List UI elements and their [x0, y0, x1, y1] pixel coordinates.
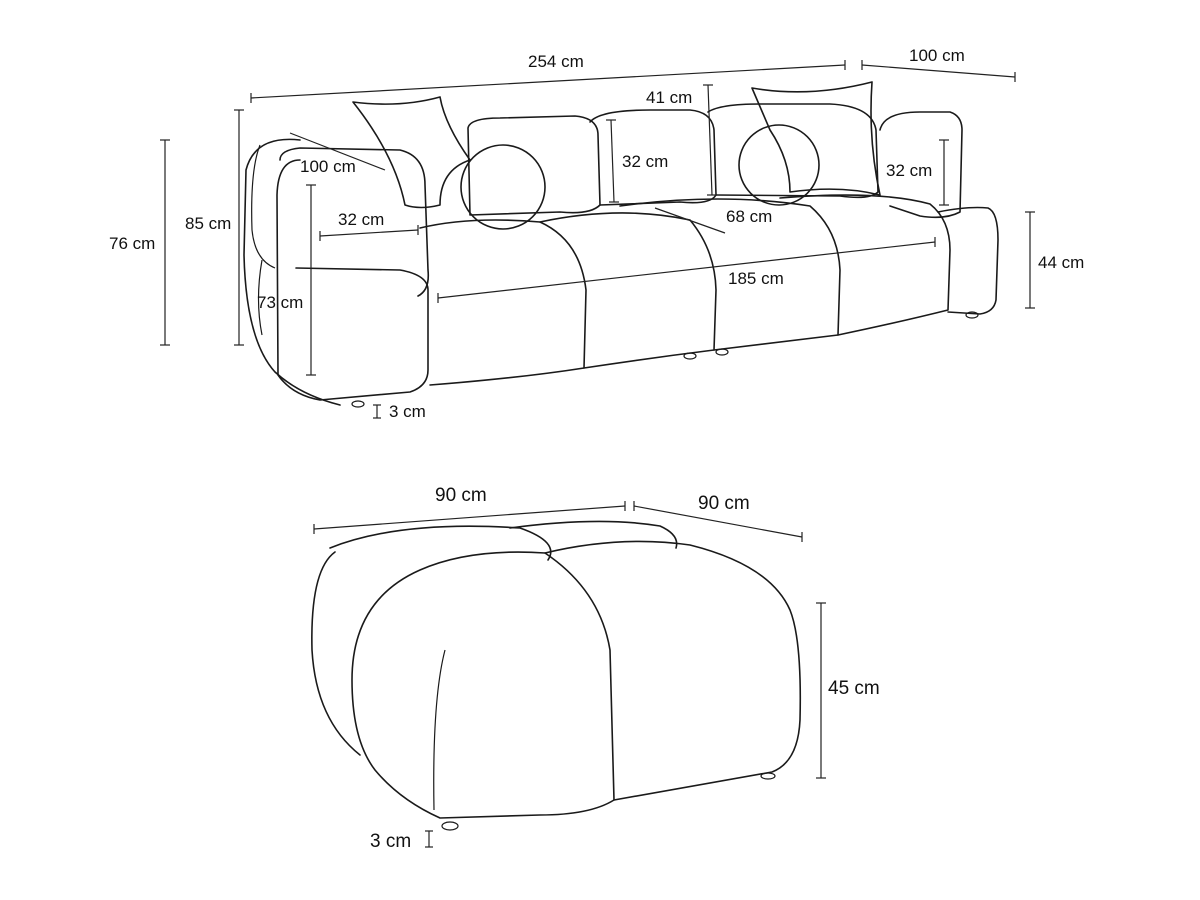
label-arm-front-height: 73 cm	[257, 293, 303, 312]
ottoman-back	[509, 520, 678, 549]
ottoman-dimensions	[313, 501, 826, 848]
label-total-height: 85 cm	[185, 214, 231, 233]
seat-cushion	[779, 194, 951, 336]
label-seat-width: 185 cm	[728, 269, 784, 288]
label-ottoman-height: 45 cm	[828, 678, 880, 699]
label-back-height: 41 cm	[646, 88, 692, 107]
ottoman-foot	[760, 772, 776, 780]
ottoman-side	[311, 551, 361, 756]
label-leg-height: 3 cm	[389, 402, 426, 421]
label-ottoman-depth: 90 cm	[698, 493, 750, 514]
sofa-foot	[351, 400, 365, 408]
right-arm-base	[937, 206, 999, 315]
label-right-arm-height: 32 cm	[886, 161, 932, 180]
seat-cushion	[539, 212, 717, 369]
label-ottoman-leg-height: 3 cm	[370, 831, 411, 852]
ottoman-drawing	[311, 520, 802, 831]
sofa-dimensions	[160, 60, 1035, 419]
right-arm	[879, 111, 963, 219]
square-pillow	[352, 96, 471, 209]
sofa-labels: 254 cm 100 cm 41 cm 32 cm 100 cm 32 cm 3…	[109, 46, 1084, 421]
left-arm-back	[243, 138, 341, 406]
label-arm-depth: 100 cm	[300, 157, 356, 176]
round-pillow	[738, 124, 820, 206]
label-seat-height: 44 cm	[1038, 253, 1084, 272]
round-pillow	[460, 144, 546, 230]
ottoman-labels: 90 cm 90 cm 45 cm 3 cm	[370, 485, 880, 852]
label-arm-height: 76 cm	[109, 234, 155, 253]
ottoman-back	[329, 525, 552, 561]
back-cushion	[589, 109, 717, 206]
ottoman-cushion-left	[351, 551, 615, 819]
label-total-width: 254 cm	[528, 52, 584, 71]
seat-cushion	[419, 219, 587, 386]
square-pillow	[751, 81, 881, 196]
ottoman-cushion-right	[544, 540, 802, 801]
left-arm-front	[276, 159, 429, 401]
sofa-drawing	[243, 81, 999, 408]
sofa-foot	[683, 352, 697, 360]
back-cushion	[467, 115, 601, 216]
label-arm-width: 32 cm	[338, 210, 384, 229]
sofa-foot	[715, 348, 729, 356]
ottoman-foot	[441, 821, 459, 831]
label-back-cushion-height: 32 cm	[622, 152, 668, 171]
label-ottoman-width: 90 cm	[435, 485, 487, 506]
seat-cushion	[619, 198, 841, 351]
back-cushion	[707, 103, 879, 199]
label-depth: 100 cm	[909, 46, 965, 65]
sofa-foot	[965, 311, 979, 319]
label-seat-depth: 68 cm	[726, 207, 772, 226]
